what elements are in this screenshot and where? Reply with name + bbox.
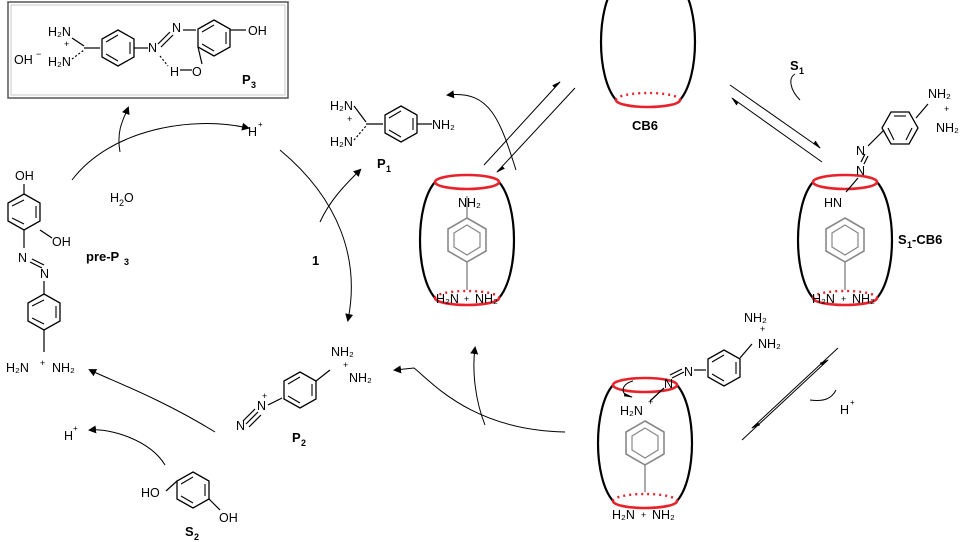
reagent-1: 1 xyxy=(312,253,319,268)
svg-text:NH₂: NH₂ xyxy=(928,87,951,101)
svg-text:NH₂: NH₂ xyxy=(331,345,354,359)
svg-text:OH: OH xyxy=(52,235,71,249)
svg-text:O: O xyxy=(124,191,134,205)
svg-text:+: + xyxy=(648,397,653,407)
svg-text:N: N xyxy=(684,365,693,379)
svg-text:+: + xyxy=(64,39,69,49)
svg-text:H₂N: H₂N xyxy=(6,361,29,375)
svg-text:N: N xyxy=(856,144,865,158)
svg-text:H₂N: H₂N xyxy=(812,292,835,306)
s1-label: S xyxy=(790,58,799,73)
svg-text:NH₂: NH₂ xyxy=(52,361,75,375)
svg-text:NH₂: NH₂ xyxy=(852,292,875,306)
svg-text:+: + xyxy=(258,120,263,129)
svg-text:OH: OH xyxy=(15,169,34,183)
cb6-host: CB6 xyxy=(599,0,697,133)
svg-text:NH₂: NH₂ xyxy=(744,311,767,325)
svg-text:N: N xyxy=(236,419,245,433)
svg-text:N: N xyxy=(856,164,865,178)
svg-text:NH₂: NH₂ xyxy=(936,121,959,135)
svg-text:+: + xyxy=(40,358,45,368)
cb6-label: CB6 xyxy=(632,118,658,133)
svg-text:HO: HO xyxy=(141,486,160,500)
hydroxide-ion: OH xyxy=(14,53,33,67)
svg-text:1: 1 xyxy=(799,66,804,76)
s1-cb6-label: S xyxy=(898,232,907,247)
svg-text:1: 1 xyxy=(907,240,912,250)
water-label: H xyxy=(110,191,119,205)
svg-text:+: + xyxy=(262,391,267,401)
p2-label: P xyxy=(292,430,301,445)
p3-inset-box: OH − H₂N + H₂N N N H O OH P 3 xyxy=(7,1,289,99)
svg-text:H₂N: H₂N xyxy=(620,404,643,418)
p1-molecule: H₂N + H₂N NH₂ P 1 xyxy=(330,99,455,174)
pre-p3-molecule: OH OH N N H₂N + NH₂ pre-P 3 xyxy=(6,169,129,375)
svg-text:NH₂: NH₂ xyxy=(432,118,455,132)
svg-text:1: 1 xyxy=(386,164,391,174)
svg-text:NH₂: NH₂ xyxy=(458,196,481,210)
svg-text:H: H xyxy=(170,65,179,79)
p2-diazonium: N N + NH₂ + NH₂ P 2 xyxy=(236,345,372,448)
svg-text:H₂N: H₂N xyxy=(330,135,353,149)
svg-text:+: + xyxy=(343,360,348,370)
svg-text:HN: HN xyxy=(824,196,842,210)
svg-text:2: 2 xyxy=(301,438,306,448)
svg-text:H₂N: H₂N xyxy=(612,508,635,522)
svg-text:N: N xyxy=(40,267,49,281)
catalytic-cycle xyxy=(71,106,362,466)
s2-resorcinol: HO OH S 2 xyxy=(141,471,238,542)
svg-text:+: + xyxy=(944,104,949,114)
h-plus-left: H xyxy=(64,429,73,443)
svg-text:+: + xyxy=(760,324,765,334)
svg-text:+: + xyxy=(73,424,78,433)
p3-label: P xyxy=(242,72,251,87)
svg-text:N: N xyxy=(148,41,157,55)
equilibria-arrows xyxy=(393,73,839,441)
h-plus-top: H xyxy=(248,125,257,139)
svg-text:OH: OH xyxy=(248,24,267,38)
pre-p3-label: pre-P xyxy=(86,249,120,264)
svg-text:+: + xyxy=(841,294,846,304)
p1-cb6-complex: NH₂ H₂N + NH₂ xyxy=(418,173,516,307)
svg-text:N: N xyxy=(172,21,181,35)
svg-text:H₂N: H₂N xyxy=(48,25,71,39)
svg-text:+: + xyxy=(850,398,855,407)
svg-text:NH₂: NH₂ xyxy=(758,337,781,351)
svg-text:O: O xyxy=(192,65,202,79)
svg-text:2: 2 xyxy=(119,198,124,208)
svg-text:+: + xyxy=(347,114,352,124)
svg-text:3: 3 xyxy=(251,80,256,90)
svg-text:N: N xyxy=(257,399,266,413)
protonated-s1-cb6-complex: H₂N + N N NH₂ + NH₂ H₂N + NH₂ xyxy=(596,311,781,522)
svg-text:-CB6: -CB6 xyxy=(912,232,942,247)
s2-label: S xyxy=(185,524,194,539)
svg-text:−: − xyxy=(36,49,41,59)
svg-text:H₂N: H₂N xyxy=(436,292,459,306)
s1-cb6-complex: HN N N NH₂ + NH₂ H₂N + NH₂ S 1 -CB6 xyxy=(796,87,959,307)
svg-text:+: + xyxy=(464,294,469,304)
svg-text:OH: OH xyxy=(219,511,238,525)
svg-text:NH₂: NH₂ xyxy=(652,508,675,522)
svg-text:H₂N: H₂N xyxy=(48,55,71,69)
svg-text:3: 3 xyxy=(124,257,129,267)
svg-text:N: N xyxy=(664,377,673,391)
svg-text:N: N xyxy=(18,251,27,265)
svg-text:2: 2 xyxy=(194,532,199,542)
p1-label: P xyxy=(377,156,386,171)
svg-text:+: + xyxy=(641,510,646,520)
svg-text:H₂N: H₂N xyxy=(330,99,353,113)
svg-text:NH₂: NH₂ xyxy=(475,292,498,306)
svg-text:NH₂: NH₂ xyxy=(349,371,372,385)
h-plus-right: H xyxy=(840,403,849,417)
